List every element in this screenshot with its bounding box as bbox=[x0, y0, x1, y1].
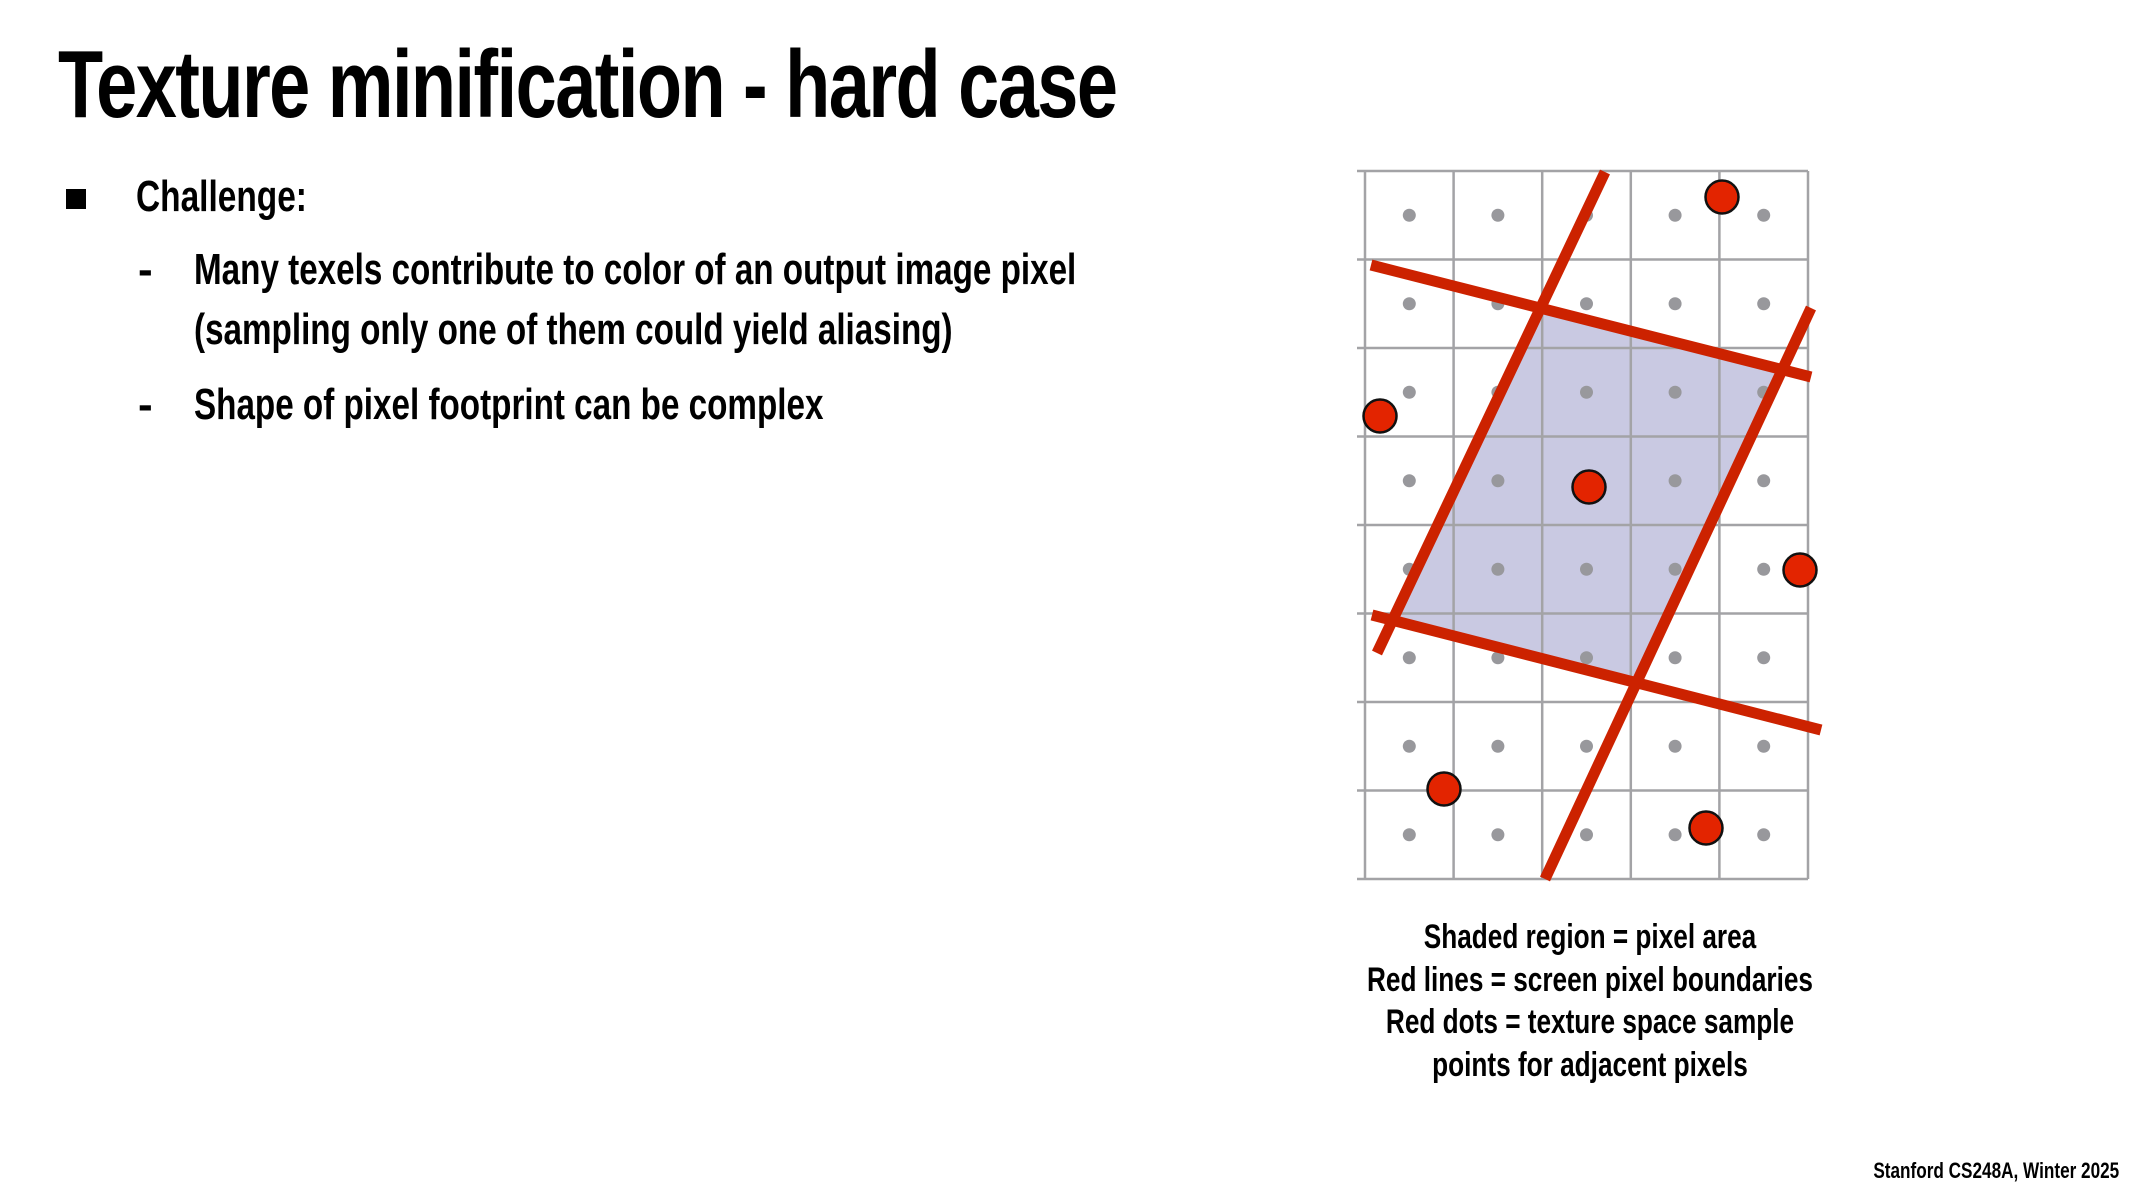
sample-point-icon bbox=[1571, 469, 1607, 505]
sample-point-icon bbox=[1362, 398, 1398, 434]
pixel-boundary-line bbox=[1369, 259, 1813, 383]
texel-center-dot bbox=[1580, 297, 1593, 311]
square-bullet-icon bbox=[66, 189, 86, 209]
texel-center-dot bbox=[1402, 828, 1416, 842]
sub-bullet-text: Many texels contribute to color of an ou… bbox=[194, 240, 1076, 360]
texel-center-dot bbox=[1402, 385, 1416, 399]
pixel-boundary-line bbox=[1372, 169, 1610, 656]
texel-center-dot bbox=[1402, 474, 1416, 488]
texel-center-dot bbox=[1757, 562, 1771, 576]
texel-center-dot bbox=[1580, 385, 1593, 399]
sub-bullet-line: Shape of pixel footprint can be complex bbox=[194, 380, 824, 429]
texel-center-dot bbox=[1491, 208, 1505, 222]
texel-center-dot bbox=[1580, 828, 1593, 842]
pixel-boundary-line bbox=[1370, 609, 1823, 736]
texel-center-dot bbox=[1668, 297, 1682, 311]
texel-center-dot bbox=[1402, 297, 1416, 311]
texel-grid bbox=[1357, 169, 1810, 881]
sub-bullet-line: (sampling only one of them could yield a… bbox=[194, 305, 953, 354]
texel-center-dot bbox=[1757, 474, 1771, 488]
texel-center-dot bbox=[1757, 651, 1771, 665]
texel-center-dot bbox=[1668, 385, 1682, 399]
texel-center-dot bbox=[1757, 739, 1771, 753]
texel-center-dot bbox=[1402, 651, 1416, 665]
texel-center-dot bbox=[1491, 739, 1505, 753]
sub-bullet-line: Many texels contribute to color of an ou… bbox=[194, 245, 1077, 294]
slide-title: Texture minification - hard case bbox=[58, 31, 1118, 138]
adjacent-pixel-sample-points bbox=[1362, 179, 1818, 846]
sample-point-icon bbox=[1782, 552, 1818, 588]
texel-center-dot bbox=[1402, 208, 1416, 222]
texel-center-dot bbox=[1491, 828, 1505, 842]
texel-center-dot bbox=[1402, 739, 1416, 753]
texel-center-dot bbox=[1757, 297, 1771, 311]
texel-center-dot bbox=[1757, 828, 1771, 842]
texel-center-dot bbox=[1668, 208, 1682, 222]
texel-center-dot bbox=[1491, 651, 1505, 665]
screen-pixel-boundaries bbox=[1369, 169, 1823, 882]
texel-center-dot bbox=[1668, 651, 1682, 665]
texel-center-dot bbox=[1580, 739, 1593, 753]
texel-center-dot bbox=[1757, 208, 1771, 222]
dash-bullet-icon: - bbox=[138, 380, 153, 429]
diagram-caption: Shaded region = pixel area Red lines = s… bbox=[1290, 916, 1890, 1086]
sample-point-icon bbox=[1688, 810, 1724, 846]
texel-center-dot bbox=[1668, 562, 1682, 576]
texel-center-dot bbox=[1668, 474, 1682, 488]
dash-bullet-icon: - bbox=[138, 245, 153, 294]
caption-line: Red lines = screen pixel boundaries bbox=[1367, 960, 1813, 999]
texel-center-dot bbox=[1491, 474, 1505, 488]
texel-center-dot bbox=[1580, 562, 1593, 576]
texel-center-dot bbox=[1491, 562, 1505, 576]
caption-line: Shaded region = pixel area bbox=[1423, 918, 1757, 956]
texel-center-dot bbox=[1668, 828, 1682, 842]
texel-center-dot bbox=[1580, 651, 1593, 665]
caption-line: Red dots = texture space sample bbox=[1385, 1003, 1795, 1041]
bullet-text: Challenge: bbox=[136, 172, 307, 221]
sample-point-icon bbox=[1426, 771, 1462, 807]
sample-point-icon bbox=[1704, 179, 1740, 215]
sub-bullet-text: Shape of pixel footprint can be complex bbox=[194, 375, 823, 435]
caption-line: points for adjacent pixels bbox=[1432, 1045, 1748, 1084]
course-footer: Stanford CS248A, Winter 2025 bbox=[1873, 1158, 2119, 1183]
texel-center-dot bbox=[1668, 739, 1682, 753]
pixel-boundary-line bbox=[1540, 305, 1816, 882]
